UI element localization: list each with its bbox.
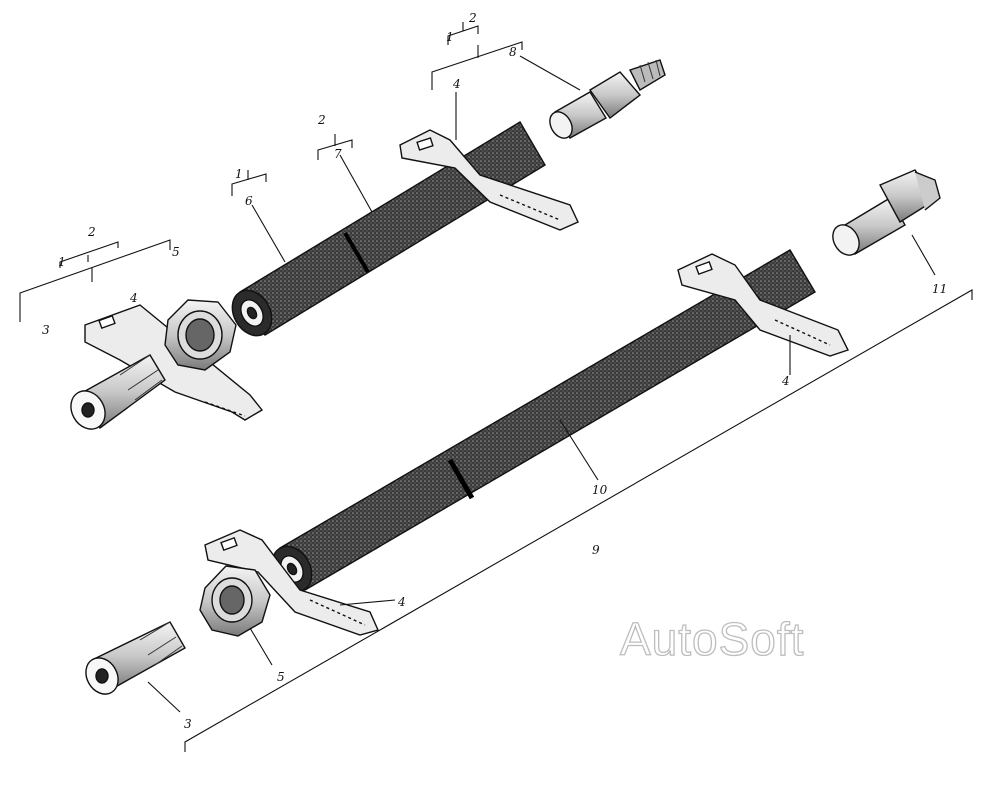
label-top-left-3: 3 — [42, 323, 50, 337]
clamp-4-top-right — [399, 129, 579, 231]
fitting-11 — [832, 169, 941, 256]
leader-4-bottom — [339, 599, 396, 606]
label-bottom-9: 9 — [592, 543, 600, 557]
label-top-left-4: 4 — [129, 291, 138, 305]
label-top-right-8: 8 — [509, 45, 517, 59]
hose-10-long — [271, 249, 816, 593]
label-bottom-5: 5 — [277, 670, 285, 684]
nut-5-top-left — [164, 299, 237, 371]
label-top-left-1: 1 — [58, 255, 66, 269]
leader-10 — [559, 419, 599, 481]
hose-6-7-middle — [231, 121, 546, 337]
label-bottom-10: 10 — [592, 483, 608, 497]
label-top-right-1: 1 — [446, 30, 454, 44]
label-top-right-2: 2 — [468, 11, 477, 25]
label-mid-1: 1 — [235, 167, 243, 181]
label-mid-7: 7 — [334, 147, 342, 161]
label-top-left-5: 5 — [172, 245, 180, 259]
bracket-9 — [184, 289, 973, 752]
nut-5-bottom — [199, 565, 271, 637]
label-bottom-4: 4 — [397, 595, 406, 609]
bracket-top-left — [19, 239, 171, 322]
fitting-8 — [549, 59, 666, 139]
nipple-3-top-left — [70, 354, 166, 430]
label-mid-2: 2 — [317, 113, 326, 127]
label-top-left-2: 2 — [87, 225, 96, 239]
bracket-top-right — [431, 22, 523, 90]
leader-8 — [519, 55, 581, 91]
bracket-mid-7 — [317, 134, 353, 160]
watermark-autosoft: AutoSoft — [620, 613, 804, 665]
label-bottom-3: 3 — [184, 717, 192, 731]
label-top-right-4: 4 — [452, 77, 461, 91]
clamp-4-right — [677, 253, 849, 357]
label-right-4: 4 — [781, 374, 790, 388]
label-right-11: 11 — [932, 282, 947, 296]
leader-5-bottom — [249, 627, 273, 666]
nipple-3-bottom — [85, 621, 186, 695]
leader-3-bottom — [147, 681, 181, 713]
leader-7 — [339, 154, 373, 213]
callout-labels: 1 2 3 4 5 1 6 2 7 1 2 4 8 11 4 10 9 4 5 … — [42, 11, 947, 731]
leader-11 — [911, 234, 936, 276]
leader-6 — [251, 204, 286, 263]
bracket-mid-6 — [231, 170, 267, 196]
label-mid-6: 6 — [245, 194, 253, 208]
